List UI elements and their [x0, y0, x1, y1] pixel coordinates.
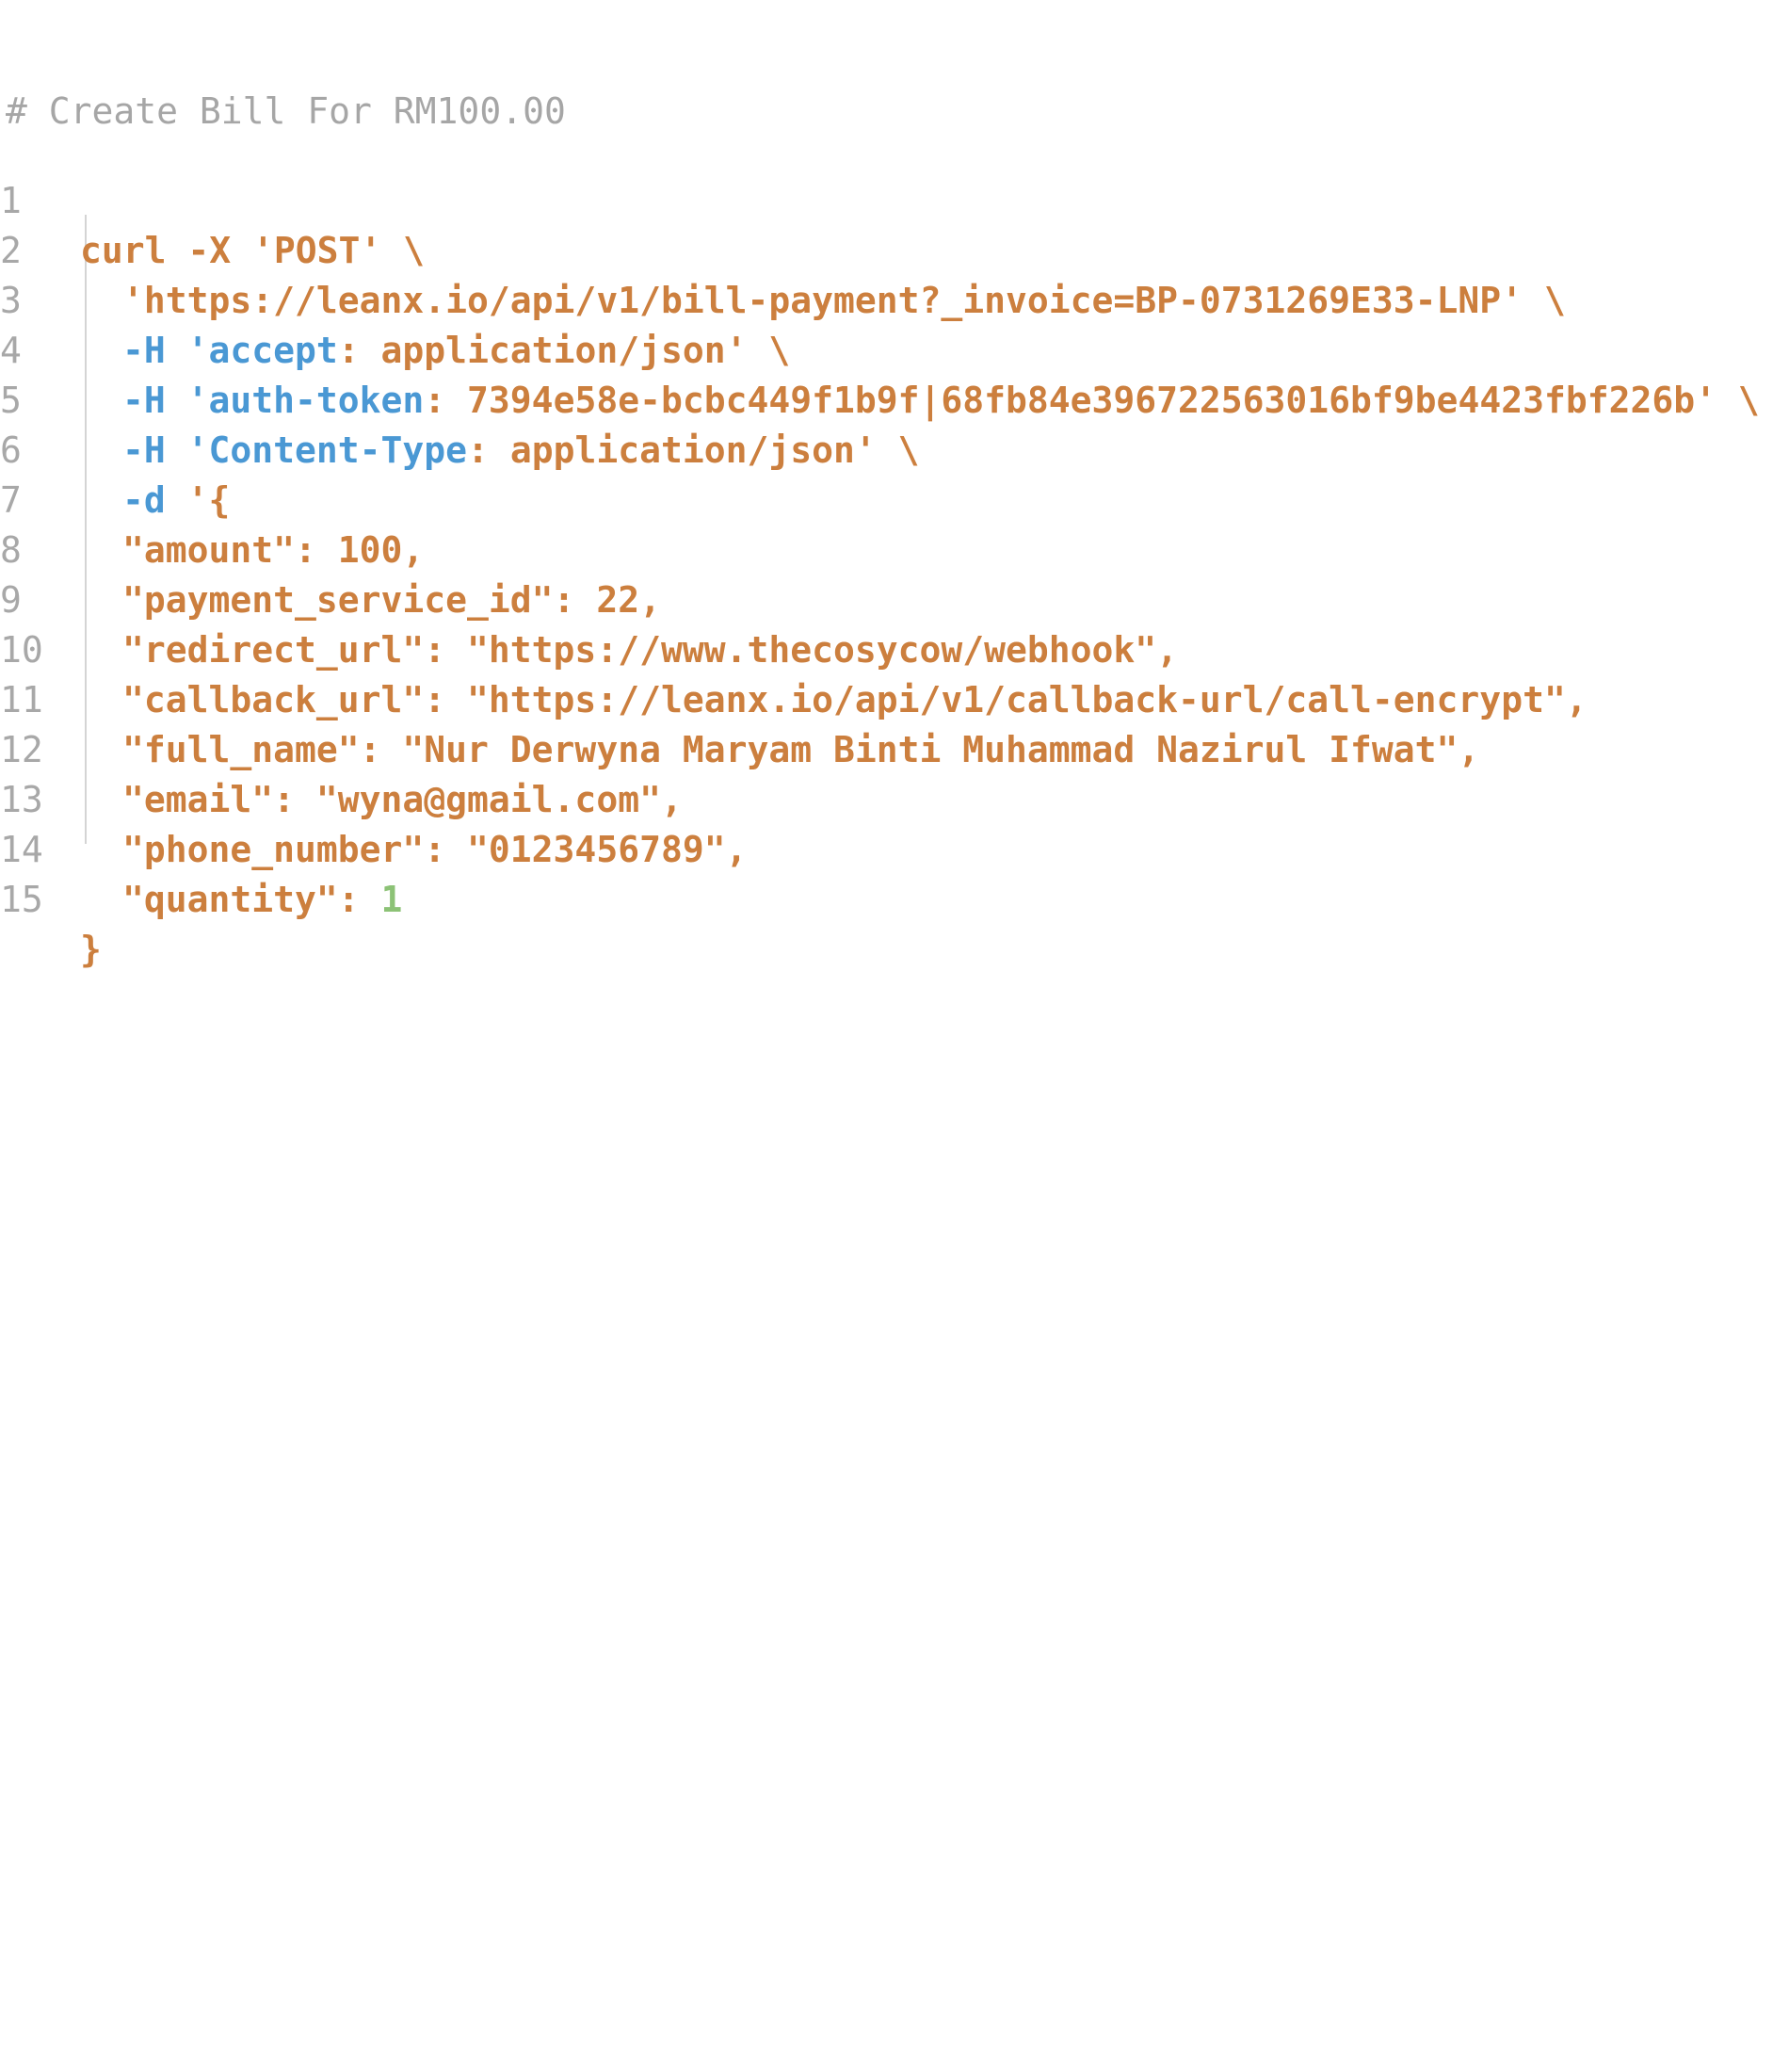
code-line: 3 -H 'accept: application/json' \ — [0, 226, 790, 371]
line-number: 5 — [0, 380, 22, 421]
code-text: curl -X 'POST' \ — [80, 226, 425, 276]
code-line: 8 "payment_service_id": 22, — [0, 476, 661, 621]
line-number: 13 — [0, 779, 43, 820]
indent-guide — [85, 215, 87, 844]
code-comment: # Create Bill For RM100.00 — [6, 90, 566, 132]
line-number: 11 — [0, 679, 43, 720]
header-name-token: Content-Type — [208, 429, 468, 471]
code-line: 14 "quantity": 1 — [0, 775, 402, 920]
code-line: 13 "phone_number": "0123456789", — [0, 725, 747, 870]
line-number: 6 — [0, 429, 22, 471]
code-line: 2 'https://leanx.io/api/v1/bill-payment?… — [0, 176, 1566, 321]
line-number: 8 — [0, 529, 22, 571]
code-token: : application/json' \ — [337, 330, 791, 371]
code-line: 10 "callback_url": "https://leanx.io/api… — [0, 575, 1588, 720]
code-line: 6 -d '{ — [0, 376, 230, 521]
code-token: "quantity": — [122, 879, 381, 920]
code-line: 7 "amount": 100, — [0, 426, 424, 571]
code-text: } — [80, 925, 102, 975]
code-text: "callback_url": "https://leanx.io/api/v1… — [122, 675, 1588, 725]
code-text: "phone_number": "0123456789", — [122, 825, 747, 875]
code-line: 9 "redirect_url": "https://www.thecosyco… — [0, 526, 1178, 671]
code-token: curl -X 'POST' \ — [80, 230, 426, 271]
line-number: 9 — [0, 579, 22, 621]
code-text: -H 'accept: application/json' \ — [122, 326, 790, 376]
line-number: 1 — [0, 180, 22, 221]
code-token: "phone_number": "0123456789", — [122, 829, 748, 870]
header-name-token: accept — [208, 330, 338, 371]
code-text: "full_name": "Nur Derwyna Maryam Binti M… — [122, 725, 1479, 775]
code-text: 'https://leanx.io/api/v1/bill-payment?_i… — [122, 276, 1566, 326]
line-number: 14 — [0, 829, 43, 870]
code-line: 12 "email": "wyna@gmail.com", — [0, 675, 683, 820]
code-text: "email": "wyna@gmail.com", — [122, 775, 683, 825]
line-number: 2 — [0, 230, 22, 271]
code-token: -H ' — [122, 380, 209, 421]
code-line: 11 "full_name": "Nur Derwyna Maryam Bint… — [0, 625, 1479, 770]
code-line: 4 -H 'auth-token: 7394e58e-bcbc449f1b9f|… — [0, 276, 1760, 421]
line-number: 7 — [0, 479, 22, 521]
code-text: -H 'Content-Type: application/json' \ — [122, 426, 920, 476]
code-token: -d — [122, 479, 166, 521]
code-token: '{ — [165, 479, 231, 521]
line-number: 3 — [0, 280, 22, 321]
code-text: -d '{ — [122, 476, 230, 526]
code-text: "redirect_url": "https://www.thecosycow/… — [122, 625, 1178, 675]
code-text: "quantity": 1 — [122, 875, 402, 925]
code-token: "full_name": "Nur Derwyna Maryam Binti M… — [122, 729, 1480, 770]
line-number: 4 — [0, 330, 22, 371]
number-token: 1 — [380, 879, 403, 920]
code-token: "email": "wyna@gmail.com", — [122, 779, 683, 820]
code-token: "redirect_url": "https://www.thecosycow/… — [122, 629, 1179, 671]
code-line: 15 } — [0, 825, 102, 970]
code-token: 'https://leanx.io/api/v1/bill-payment?_i… — [122, 280, 1566, 321]
code-token: -H ' — [122, 429, 209, 471]
code-token: : application/json' \ — [467, 429, 920, 471]
code-token: : 7394e58e-bcbc449f1b9f|68fb84e396722563… — [424, 380, 1760, 421]
code-token: } — [80, 929, 102, 970]
code-line: 1 curl -X 'POST' \ — [0, 126, 425, 271]
code-text: "amount": 100, — [122, 526, 424, 575]
code-line: 5 -H 'Content-Type: application/json' \ — [0, 326, 920, 471]
line-number: 10 — [0, 629, 43, 671]
code-token: "amount": 100, — [122, 529, 425, 571]
code-token: "callback_url": "https://leanx.io/api/v1… — [122, 679, 1588, 720]
code-token: "payment_service_id": 22, — [122, 579, 661, 621]
line-number: 12 — [0, 729, 43, 770]
code-token: -H ' — [122, 330, 209, 371]
line-number: 15 — [0, 879, 43, 920]
code-text: -H 'auth-token: 7394e58e-bcbc449f1b9f|68… — [122, 376, 1760, 426]
header-name-token: auth-token — [208, 380, 425, 421]
code-editor: # Create Bill For RM100.00 1 curl -X 'PO… — [0, 90, 1760, 970]
code-text: "payment_service_id": 22, — [122, 575, 661, 625]
